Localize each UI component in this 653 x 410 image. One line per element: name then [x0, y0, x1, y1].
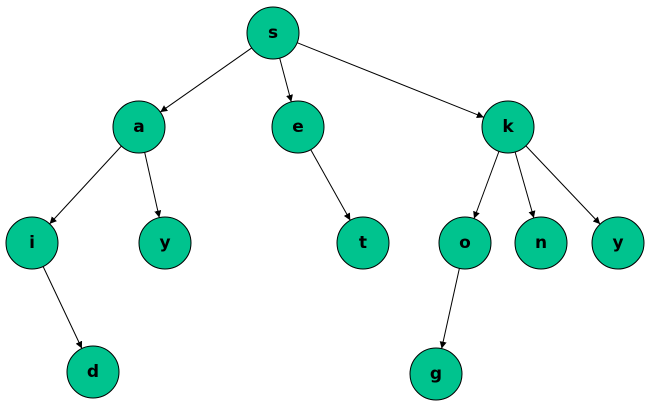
edge-i-d [42, 266, 83, 349]
node-label: g [430, 364, 442, 384]
node-label: k [502, 117, 514, 137]
node-circle [591, 216, 645, 270]
node-label: a [133, 117, 144, 137]
edge-e-t [310, 149, 351, 221]
node-y1: y [138, 216, 192, 270]
node-y2: y [591, 216, 645, 270]
node-circle [112, 100, 166, 154]
node-e: e [271, 100, 325, 154]
edge-a-y1 [144, 152, 162, 218]
node-circle [271, 100, 325, 154]
node-circle [138, 216, 192, 270]
node-label: t [359, 233, 367, 253]
node-circle [481, 100, 535, 154]
node-s: s [246, 6, 300, 60]
node-circle [246, 6, 300, 60]
edge-o-g [439, 268, 460, 349]
node-n: n [514, 216, 568, 270]
node-label: n [535, 233, 547, 253]
node-label: y [159, 233, 170, 253]
edge-k-y2 [525, 145, 601, 225]
edge-layer [42, 42, 601, 349]
node-g: g [409, 347, 463, 401]
node-t: t [336, 216, 390, 270]
edge-k-o [473, 151, 500, 219]
node-k: k [481, 100, 535, 154]
edge-a-i [49, 145, 122, 225]
edge-s-k [296, 42, 485, 118]
edge-k-n [514, 151, 536, 219]
node-label: y [612, 233, 623, 253]
node-label: e [292, 117, 304, 137]
node-label: i [29, 233, 35, 253]
node-circle [409, 347, 463, 401]
node-label: d [87, 362, 99, 382]
node-circle [514, 216, 568, 270]
edge-s-a [159, 47, 253, 113]
node-circle [5, 216, 59, 270]
node-d: d [66, 345, 120, 399]
node-a: a [112, 100, 166, 154]
node-layer: s a e k i y t o n y d g [5, 6, 645, 401]
node-circle [336, 216, 390, 270]
node-circle [438, 216, 492, 270]
edge-s-e [279, 57, 293, 103]
node-label: o [459, 233, 471, 253]
node-circle [66, 345, 120, 399]
node-o: o [438, 216, 492, 270]
node-i: i [5, 216, 59, 270]
node-label: s [268, 23, 278, 43]
